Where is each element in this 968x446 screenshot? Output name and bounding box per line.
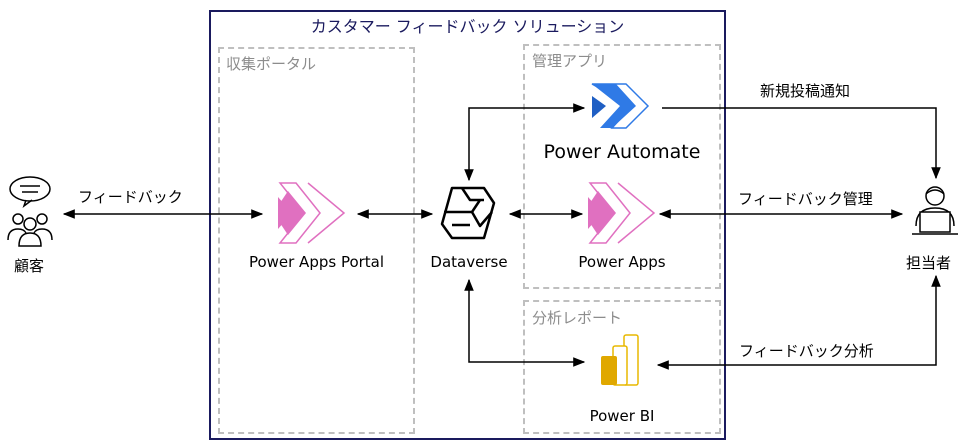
power-apps-portal-label: Power Apps Portal — [248, 253, 385, 271]
edge-analyze-label: フィードバック分析 — [739, 342, 874, 360]
customer-label: 顧客 — [14, 257, 45, 275]
staff-person-icon — [912, 186, 958, 235]
power-automate-label: Power Automate — [543, 141, 701, 163]
arrow-notify-staff — [662, 107, 941, 180]
edge-notify-label: 新規投稿通知 — [760, 82, 851, 100]
power-apps-portal-icon — [278, 182, 346, 244]
dataverse-label: Dataverse — [430, 253, 508, 271]
power-bi-icon — [601, 334, 639, 386]
power-automate-icon — [591, 83, 650, 129]
arrow-dataverse-automate — [464, 103, 586, 182]
solution-title: カスタマー フィードバック ソリューション — [310, 17, 625, 36]
power-apps-label: Power Apps — [578, 253, 666, 271]
solution-frame — [209, 10, 726, 440]
arrow-dataverse-powerbi — [464, 278, 586, 367]
edge-feedback-label: フィードバック — [78, 188, 183, 206]
group-portal — [218, 47, 415, 434]
group-portal-label: 収集ポータル — [226, 55, 317, 73]
edge-manage-label: フィードバック管理 — [738, 190, 873, 208]
arrow-staff-powerbi — [656, 274, 941, 370]
dataverse-icon — [440, 186, 496, 240]
staff-label: 担当者 — [906, 254, 952, 272]
group-admin-label: 管理アプリ — [532, 52, 608, 70]
customer-group-icon — [7, 176, 53, 247]
power-bi-label: Power BI — [589, 407, 655, 425]
power-apps-icon — [588, 182, 656, 244]
